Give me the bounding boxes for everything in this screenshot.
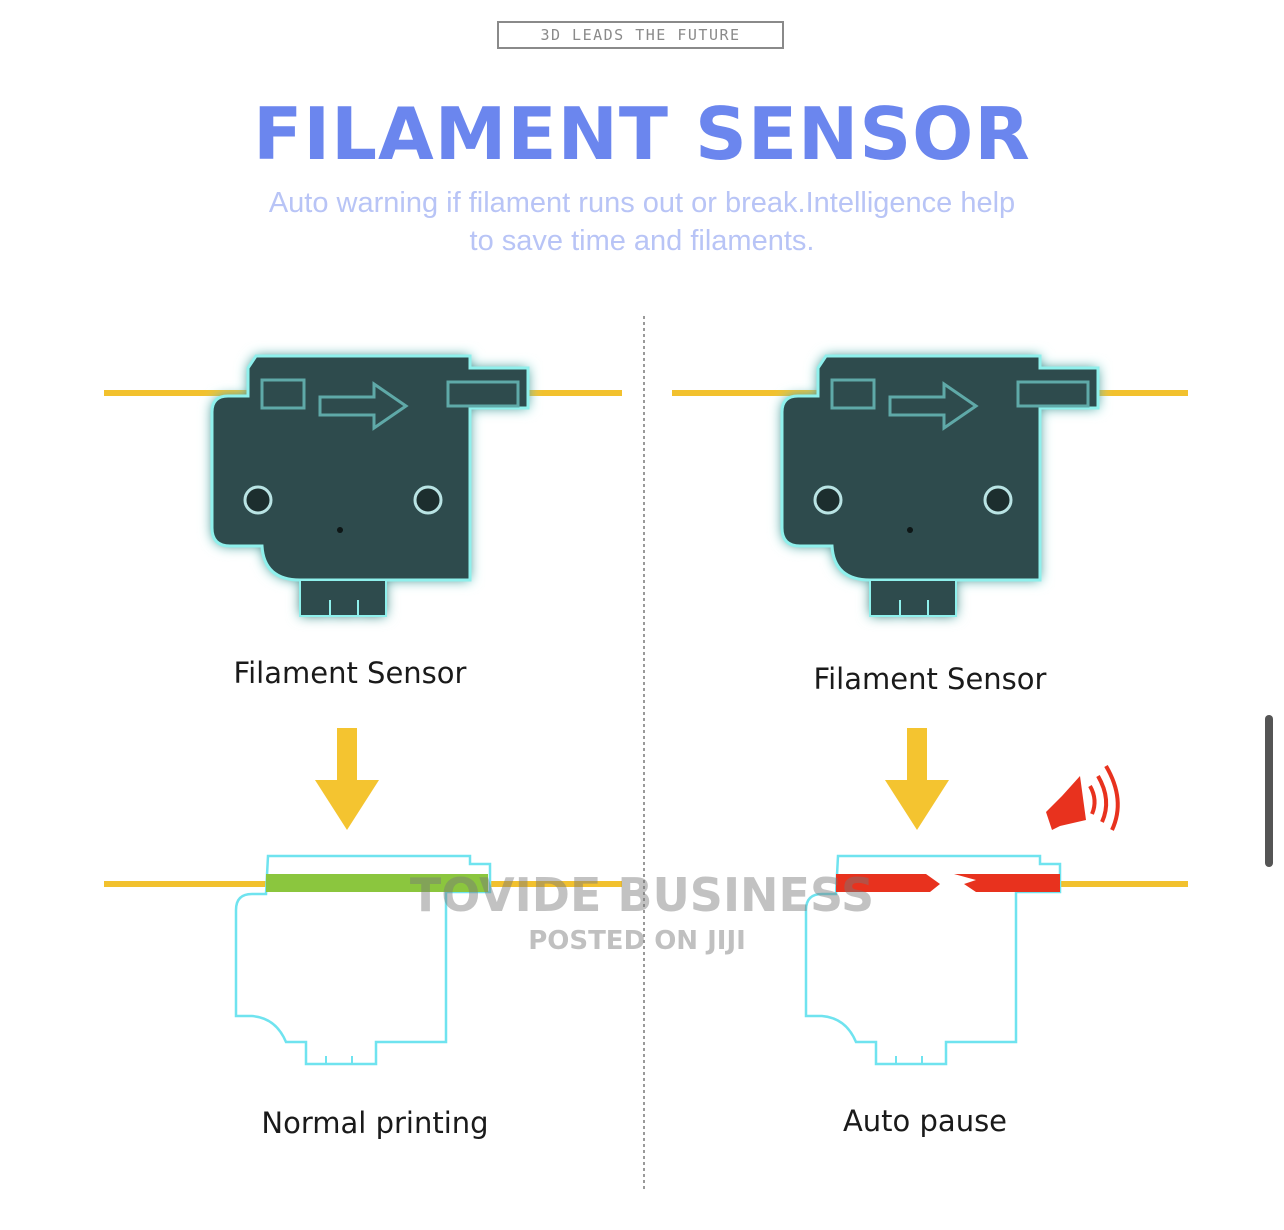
left-down-arrow [315, 728, 379, 830]
right-sensor-body [780, 354, 1100, 617]
page-title: FILAMENT SENSOR [253, 92, 1031, 176]
tagline-box: 3D LEADS THE FUTURE [497, 21, 784, 49]
speaker-icon [1046, 764, 1120, 831]
right-state-label: Auto pause [842, 1104, 1008, 1138]
watermark-business-name: TOVIDE BUSINESS [409, 868, 875, 922]
watermark-posted-on: POSTED ON JIJI [528, 926, 746, 956]
subtitle-line-1: Auto warning if filament runs out or bre… [268, 187, 1016, 219]
left-sensor-label: Filament Sensor [233, 656, 467, 690]
right-sensor-outline [804, 854, 1062, 1066]
subtitle-line-2: to save time and filaments. [469, 225, 815, 257]
left-sensor-outline [234, 854, 492, 1066]
page-scrollbar[interactable] [1265, 715, 1273, 867]
right-down-arrow [885, 728, 949, 830]
left-sensor-body [210, 354, 530, 617]
left-state-label: Normal printing [261, 1106, 489, 1140]
subtitle: Auto warning if filament runs out or bre… [0, 184, 1284, 260]
tagline-text: 3D LEADS THE FUTURE [540, 26, 741, 44]
right-sensor-label: Filament Sensor [813, 662, 1047, 696]
